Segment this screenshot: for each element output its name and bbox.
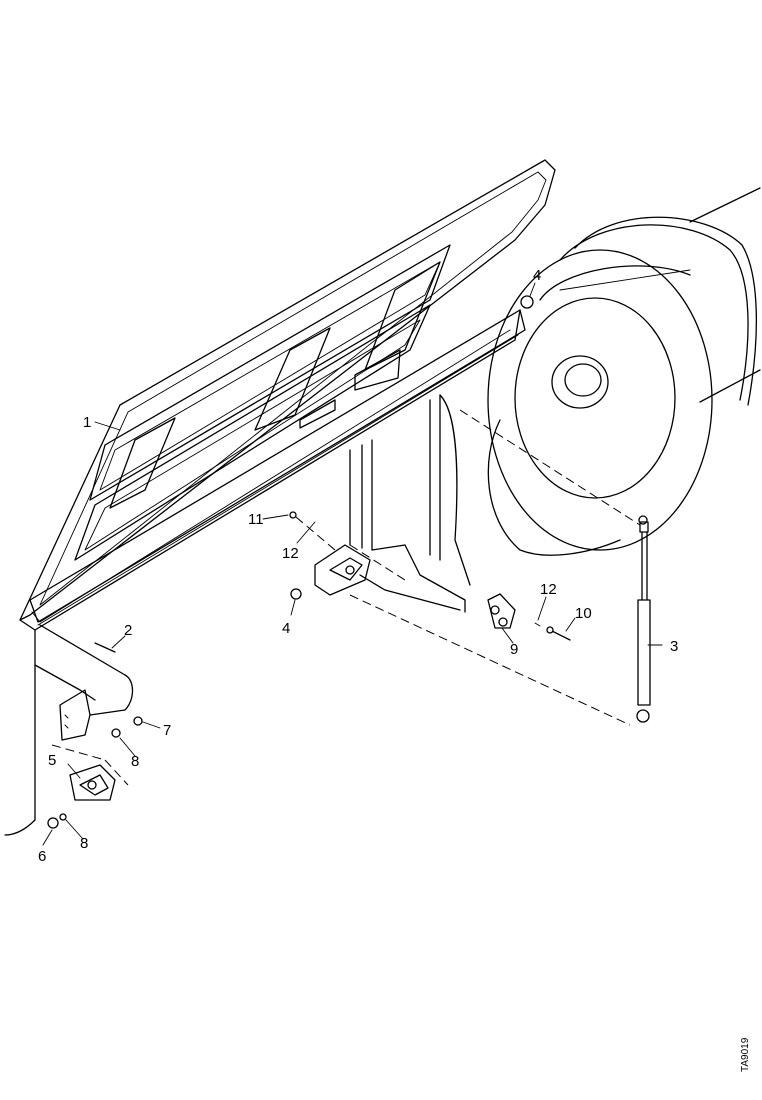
nut-part-4-left (290, 588, 302, 600)
callout-6: 6 (38, 848, 46, 865)
callout-labels: 1 2 3 4 4 5 6 7 8 8 9 10 11 12 12 (38, 267, 678, 865)
bolt-part-10 (546, 626, 554, 634)
gas-strut-part-3 (636, 515, 651, 723)
callout-5: 5 (48, 752, 56, 769)
callout-10: 10 (575, 605, 592, 622)
callout-7: 7 (163, 722, 171, 739)
callout-1: 1 (83, 414, 91, 431)
drawing-code: TA9019 (740, 1037, 751, 1072)
support-frame (349, 394, 641, 726)
callout-8-lower: 8 (80, 835, 88, 852)
callout-8-upper: 8 (131, 753, 139, 770)
callout-3: 3 (670, 638, 678, 655)
side-panel-part-1 (19, 159, 556, 631)
upper-bracket (289, 511, 371, 600)
callout-2: 2 (124, 622, 132, 639)
rear-body (4, 624, 134, 836)
hardware (47, 642, 143, 829)
nut-part-4-right (520, 295, 534, 309)
latch-part-5 (69, 764, 116, 801)
callout-12-right: 12 (540, 581, 557, 598)
wheel-assembly (487, 187, 761, 556)
callout-9: 9 (510, 641, 518, 658)
callout-4-lower: 4 (282, 620, 290, 637)
leader-lines (42, 282, 663, 846)
callout-12-left: 12 (282, 545, 299, 562)
callout-4-upper: 4 (533, 267, 541, 284)
callout-11: 11 (248, 511, 264, 528)
lower-bracket (487, 593, 571, 641)
